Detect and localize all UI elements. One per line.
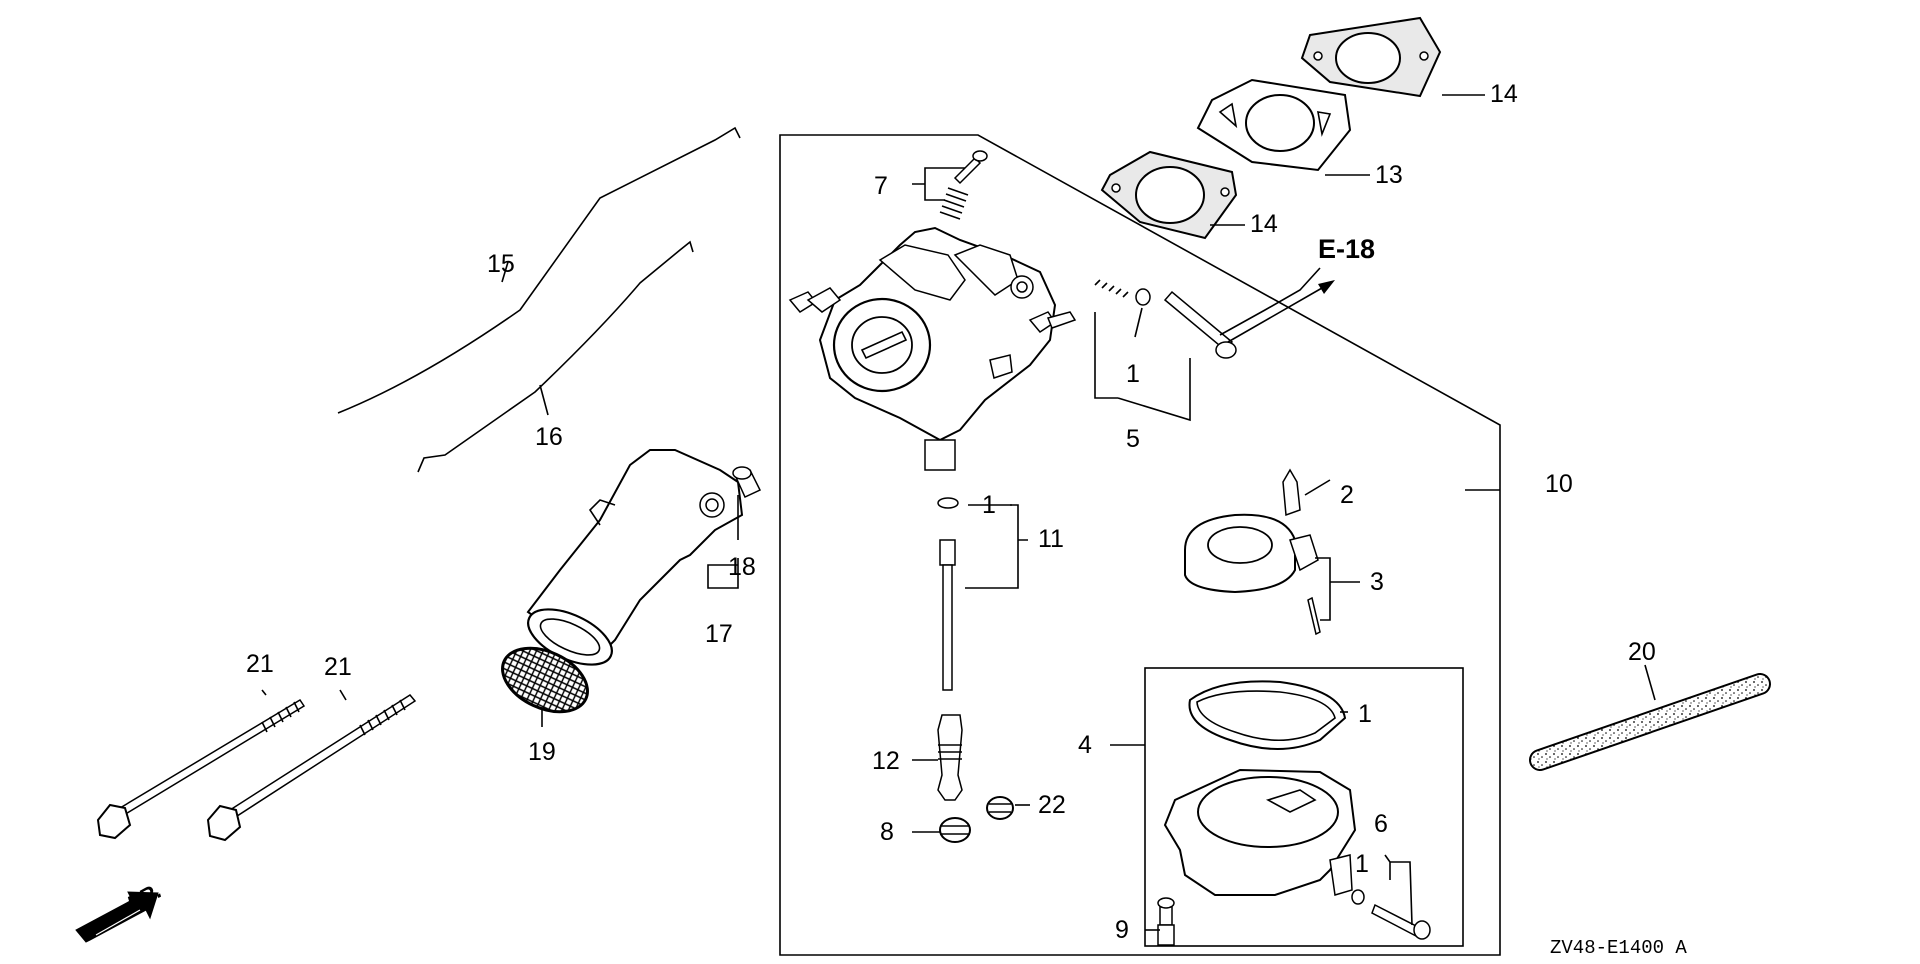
callout-20: 20 — [1628, 638, 1656, 666]
callout-4: 4 — [1078, 731, 1092, 759]
callout-11: 11 — [1038, 525, 1064, 553]
main-nozzle[interactable] — [937, 497, 959, 691]
float-valve[interactable] — [1282, 468, 1301, 517]
callout-17: 17 — [705, 620, 733, 648]
collar[interactable] — [732, 466, 762, 498]
callout-2: 2 — [1340, 481, 1354, 509]
stud-bolt-1[interactable] — [96, 698, 306, 840]
gasket-lower[interactable] — [1100, 150, 1238, 240]
reference-e18: E-18 — [1318, 234, 1375, 264]
strainer-screen[interactable] — [492, 636, 597, 725]
callout-22: 22 — [1038, 791, 1066, 819]
callout-16: 16 — [535, 423, 563, 451]
callout-8: 8 — [880, 818, 894, 846]
throttle-stop-screw[interactable] — [939, 150, 988, 220]
leader-lines — [261, 94, 1656, 931]
callout-12: 12 — [872, 747, 900, 775]
drain-screw-set[interactable] — [1351, 889, 1431, 940]
drawing-code: ZV48-E1400 A — [1550, 937, 1687, 959]
callout-21b: 21 — [324, 653, 352, 681]
fuel-tube[interactable] — [1529, 673, 1771, 771]
callout-7: 7 — [874, 172, 888, 200]
callout-1d: 1 — [1355, 850, 1369, 878]
throttle-rod[interactable] — [337, 126, 741, 414]
assembly-frame — [779, 134, 1501, 956]
front-arrow-icon — [75, 891, 159, 943]
insulator[interactable] — [1196, 78, 1352, 172]
main-jet[interactable] — [939, 817, 971, 843]
reference-arrow — [1227, 287, 1323, 343]
float-chamber-gasket[interactable] — [1188, 680, 1347, 750]
callout-19: 19 — [528, 738, 556, 766]
callout-9: 9 — [1115, 916, 1129, 944]
callout-18: 18 — [728, 553, 756, 581]
callout-10: 10 — [1545, 470, 1573, 498]
callout-14a: 14 — [1490, 80, 1518, 108]
callout-5: 5 — [1126, 425, 1140, 453]
reference-arrowhead — [1318, 280, 1335, 294]
callout-3: 3 — [1370, 568, 1384, 596]
choke-rod[interactable] — [417, 240, 694, 473]
callout-1b: 1 — [982, 491, 996, 519]
gasket-upper[interactable] — [1300, 16, 1442, 98]
main-jet-holder[interactable] — [937, 714, 963, 801]
slow-jet[interactable] — [986, 796, 1014, 820]
callout-6: 6 — [1374, 810, 1388, 838]
callout-15: 15 — [487, 250, 515, 278]
float-chamber-set-frame — [1144, 667, 1464, 947]
float-chamber[interactable] — [1163, 768, 1357, 896]
carburetor-body[interactable] — [788, 226, 1077, 471]
callout-13: 13 — [1375, 161, 1403, 189]
callout-21a: 21 — [246, 650, 274, 678]
callout-1a: 1 — [1126, 360, 1140, 388]
drain-screw[interactable] — [1157, 897, 1175, 946]
intake-pipe[interactable] — [520, 449, 744, 676]
stud-bolt-2[interactable] — [206, 694, 417, 842]
pilot-screw-set[interactable] — [1094, 279, 1237, 359]
callout-14b: 14 — [1250, 210, 1278, 238]
float[interactable] — [1184, 513, 1321, 636]
callout-1c: 1 — [1358, 700, 1372, 728]
